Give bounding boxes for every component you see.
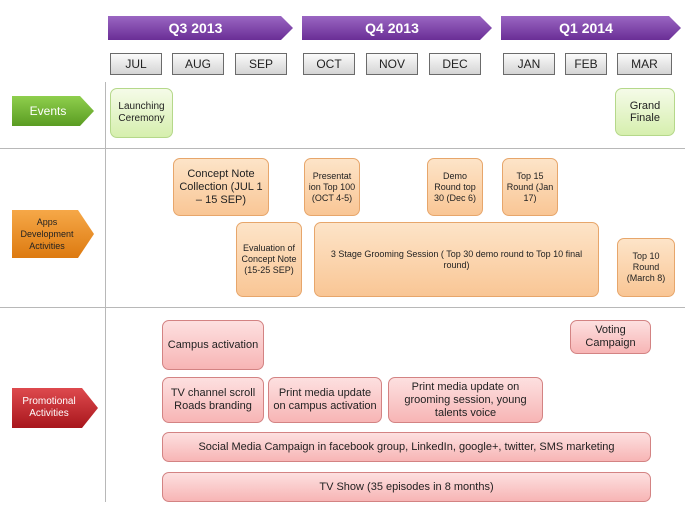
quarter-arrow-icon — [501, 16, 681, 40]
divider-apps — [0, 307, 685, 308]
month-jan: JAN — [503, 53, 555, 75]
quarter-arrow-icon — [302, 16, 492, 40]
category-arrow-icon — [12, 210, 94, 258]
quarter-label: Q3 2013 — [168, 20, 223, 36]
promo-social-media: Social Media Campaign in facebook group,… — [162, 432, 651, 462]
quarter-label: Q1 2014 — [559, 20, 613, 36]
apps-presentation-top100: Presentat ion Top 100 (OCT 4-5) — [304, 158, 360, 216]
month-nov: NOV — [366, 53, 418, 75]
promo-print-grooming: Print media update on grooming session, … — [388, 377, 543, 423]
apps-demo-round: Demo Round top 30 (Dec 6) — [427, 158, 483, 216]
promo-print-campus: Print media update on campus activation — [268, 377, 382, 423]
apps-concept-note: Concept Note Collection (JUL 1 – 15 SEP) — [173, 158, 269, 216]
month-feb: FEB — [565, 53, 607, 75]
quarter-q1-2014: Q1 2014 — [501, 16, 681, 40]
month-dec: DEC — [429, 53, 481, 75]
quarter-q4-2013: Q4 2013 — [302, 16, 492, 40]
month-sep: SEP — [235, 53, 287, 75]
apps-top15-round: Top 15 Round (Jan 17) — [502, 158, 558, 216]
quarter-arrow-icon — [108, 16, 293, 40]
quarter-label: Q4 2013 — [365, 20, 419, 36]
quarter-q3-2013: Q3 2013 — [108, 16, 293, 40]
month-oct: OCT — [303, 53, 355, 75]
category-promo: Promotional Activities — [12, 388, 98, 428]
category-label: Events — [29, 104, 67, 118]
promo-campus-activation: Campus activation — [162, 320, 264, 370]
promo-tv-scroll: TV channel scroll Roads branding — [162, 377, 264, 423]
month-jul: JUL — [110, 53, 162, 75]
category-label: Promotional Activities — [22, 396, 76, 419]
month-aug: AUG — [172, 53, 224, 75]
category-label: Apps Development Activities — [20, 217, 74, 251]
apps-top10-round: Top 10 Round (March 8) — [617, 238, 675, 297]
category-arrow-icon — [12, 96, 94, 126]
divider-events — [0, 148, 685, 149]
apps-grooming-session: 3 Stage Grooming Session ( Top 30 demo r… — [314, 222, 599, 297]
apps-evaluation: Evaluation of Concept Note (15-25 SEP) — [236, 222, 302, 297]
timeline-axis — [105, 82, 106, 502]
category-arrow-icon — [12, 388, 98, 428]
event-launching-ceremony: Launching Ceremony — [110, 88, 173, 138]
promo-voting-campaign: Voting Campaign — [570, 320, 651, 354]
category-apps: Apps Development Activities — [12, 210, 94, 258]
month-mar: MAR — [617, 53, 672, 75]
event-grand-finale: Grand Finale — [615, 88, 675, 136]
category-events: Events — [12, 96, 94, 126]
promo-tv-show: TV Show (35 episodes in 8 months) — [162, 472, 651, 502]
